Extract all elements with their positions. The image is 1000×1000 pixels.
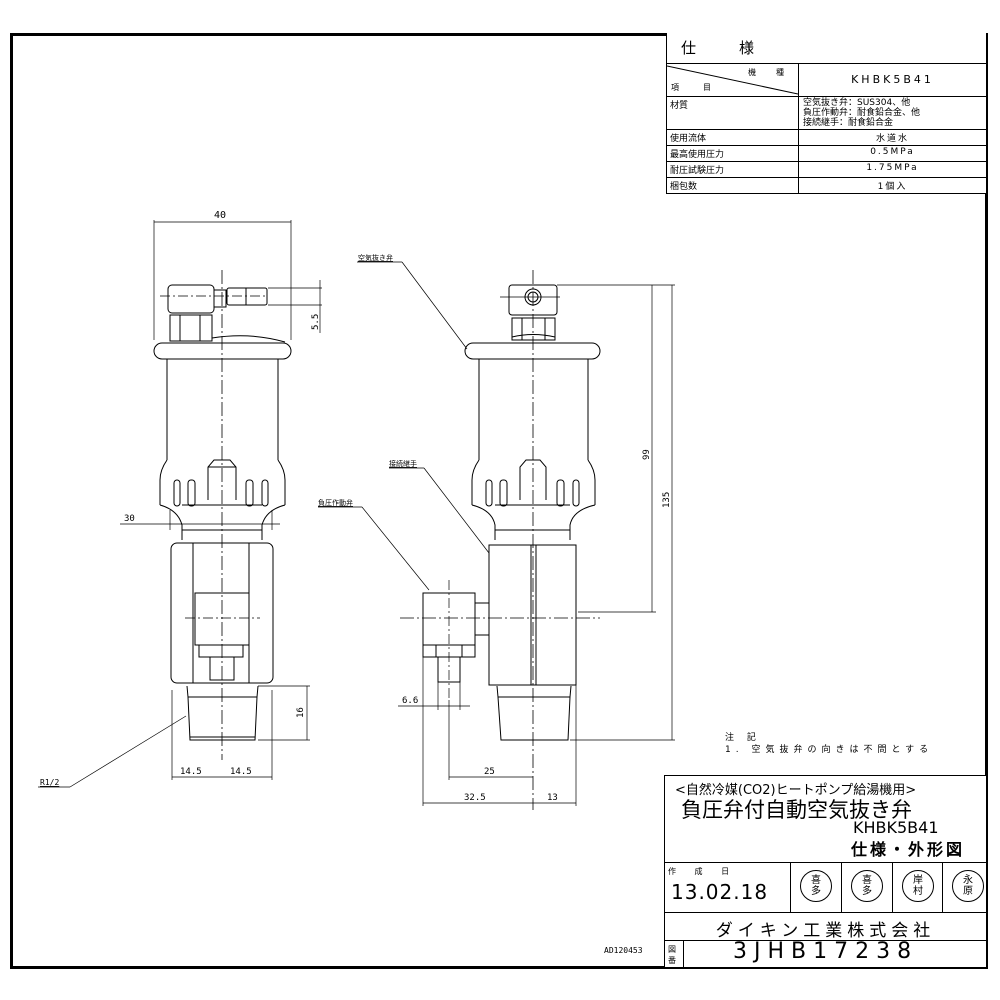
- spec-value: 負圧作動弁：耐食鉛合金、他: [803, 108, 921, 118]
- note-item: 1. 空気抜弁の向きは不問とする: [725, 745, 934, 755]
- divider: [665, 862, 986, 863]
- title-block: <自然冷媒(CO2)ヒートポンプ給湯機用> 負圧弁付自動空気抜き弁 KHBK5B…: [664, 775, 986, 967]
- spec-row-test-pressure: 耐圧試験圧力 1.75MPa: [667, 162, 986, 178]
- spec-table: 仕 様 機 種 項 目 KHBK5B41 材質 空気抜き弁：SUS304、他 負…: [666, 33, 986, 194]
- spec-title: 仕 様: [667, 33, 986, 64]
- drawing-number: 3JHB17238: [733, 939, 919, 964]
- spec-key: 梱包数: [667, 178, 799, 193]
- dim-30: 30: [124, 514, 135, 524]
- drawing-kind: 仕様・外形図: [851, 840, 966, 859]
- dim-14-5-right: 14.5: [230, 767, 252, 777]
- spec-value: 水道水: [875, 134, 909, 144]
- spec-header-row: 機 種 項 目 KHBK5B41: [667, 64, 986, 97]
- drawing-frame: [10, 33, 988, 969]
- divider: [665, 912, 986, 913]
- date-label: 作 成 日: [668, 867, 738, 876]
- approval-stamp: 岸村: [902, 870, 934, 902]
- label-negative-pressure-valve: 負圧作動弁: [318, 498, 353, 507]
- created-date: 13.02.18: [671, 880, 769, 904]
- spec-value: 1個入: [877, 182, 908, 192]
- label-joint: 接続継手: [389, 459, 417, 468]
- spec-model: KHBK5B41: [851, 73, 934, 86]
- approval-stamp: 永原: [952, 870, 984, 902]
- product-name: 負圧弁付自動空気抜き弁: [681, 798, 912, 822]
- dim-25: 25: [484, 767, 495, 777]
- front-view: [38, 220, 322, 788]
- spec-value: 0.5MPa: [870, 147, 915, 157]
- spec-key: 最高使用圧力: [667, 146, 799, 161]
- drawing-no-label: 図番: [668, 945, 676, 965]
- spec-row-fluid: 使用流体 水道水: [667, 130, 986, 146]
- dim-32-5: 32.5: [464, 793, 486, 803]
- approval-stamp: 喜多: [800, 870, 832, 902]
- side-view: [318, 261, 675, 810]
- header-kind: 機 種: [748, 68, 790, 77]
- spec-key: 材質: [667, 97, 799, 129]
- company-name: ダイキン工業株式会社: [715, 921, 936, 941]
- spec-key: 耐圧試験圧力: [667, 162, 799, 177]
- dim-16: 16: [296, 707, 306, 718]
- spec-value: 空気抜き弁：SUS304、他: [803, 98, 911, 108]
- spec-row-material: 材質 空気抜き弁：SUS304、他 負圧作動弁：耐食鉛合金、他 接続継手：耐食鉛…: [667, 97, 986, 130]
- divider: [665, 940, 986, 941]
- spec-row-package: 梱包数 1個入: [667, 178, 986, 193]
- label-air-vent: 空気抜き弁: [358, 253, 393, 262]
- subtitle: <自然冷媒(CO2)ヒートポンプ給湯機用>: [675, 783, 917, 798]
- dim-13: 13: [547, 793, 558, 803]
- approval-stamp: 喜多: [851, 870, 883, 902]
- header-item: 項 目: [671, 83, 719, 92]
- notes: 注 記 1. 空気抜弁の向きは不問とする: [725, 732, 933, 756]
- dim-14-5-left: 14.5: [180, 767, 202, 777]
- thread-spec: R1/2: [40, 778, 59, 787]
- product-model: KHBK5B41: [853, 818, 939, 837]
- spec-value: 1.75MPa: [866, 163, 919, 173]
- notes-heading: 注 記: [725, 733, 761, 743]
- spec-row-max-pressure: 最高使用圧力 0.5MPa: [667, 146, 986, 162]
- dim-6-6: 6.6: [402, 696, 418, 706]
- dim-40: 40: [214, 210, 226, 221]
- reference-code: AD120453: [604, 946, 643, 955]
- dim-135: 135: [662, 492, 672, 508]
- dim-99: 99: [642, 449, 652, 460]
- spec-key: 使用流体: [667, 130, 799, 145]
- diagonal-divider: [667, 65, 798, 95]
- spec-value: 接続継手：耐食鉛合金: [803, 118, 894, 128]
- dim-5-5: 5.5: [311, 314, 321, 330]
